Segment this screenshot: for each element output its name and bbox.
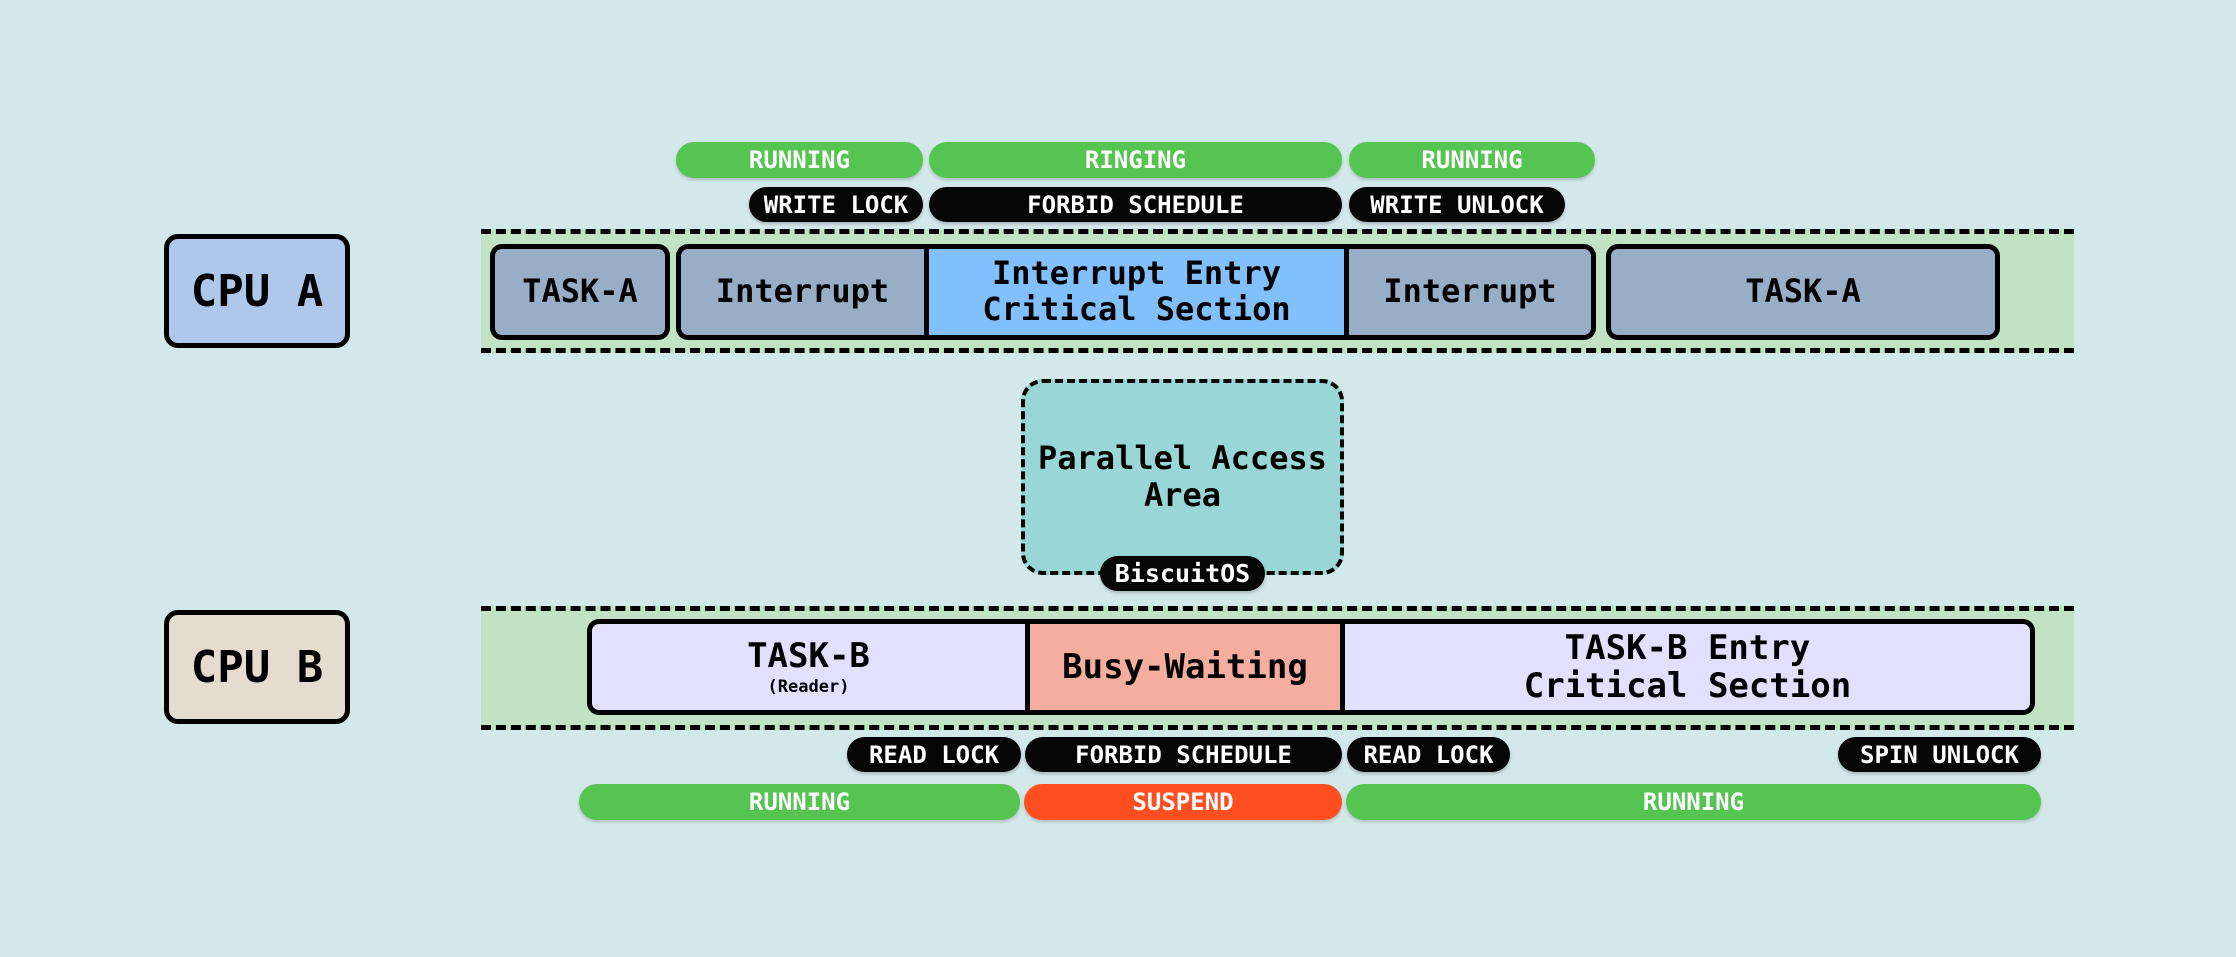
cpu-b-read-lock-label-1: READ LOCK — [847, 737, 1021, 772]
cpu-a-write-unlock-label: WRITE UNLOCK — [1349, 187, 1565, 222]
task-b-label: TASK-B — [747, 636, 870, 677]
cpu-a-forbid-schedule-label: FORBID SCHEDULE — [929, 187, 1342, 222]
busy-waiting-label: Busy-Waiting — [1062, 646, 1308, 687]
cpu-a-box: CPU A — [164, 234, 350, 348]
cpu-a-task-a-block-2: TASK-A — [1606, 244, 2000, 340]
interrupt-label: Interrupt — [1383, 272, 1557, 311]
critical-line-2: Critical Section — [1523, 666, 1852, 706]
biscuitos-badge: BiscuitOS — [1100, 556, 1265, 591]
cpu-b-task-b-block: TASK-B (Reader) — [587, 619, 1030, 715]
critical-line-1: Interrupt Entry — [992, 254, 1281, 293]
parallel-area-line-1: Parallel Access — [1038, 439, 1327, 478]
cpu-a-state-running-1: RUNNING — [676, 142, 923, 178]
cpu-b-state-running-1: RUNNING — [579, 784, 1020, 820]
cpu-a-interrupt-block-2: Interrupt — [1344, 244, 1596, 340]
cpu-b-critical-section-block: TASK-B Entry Critical Section — [1340, 619, 2035, 715]
parallel-area-line-2: Area — [1143, 476, 1222, 514]
cpu-a-critical-section-block: Interrupt Entry Critical Section — [924, 244, 1349, 340]
cpu-a-interrupt-block-1: Interrupt — [676, 244, 929, 340]
cpu-a-task-a-block-1: TASK-A — [490, 244, 670, 340]
cpu-b-busy-waiting-block: Busy-Waiting — [1025, 619, 1345, 715]
cpu-b-forbid-schedule-label: FORBID SCHEDULE — [1025, 737, 1342, 772]
task-a-label: TASK-A — [522, 272, 638, 311]
cpu-a-state-ringing: RINGING — [929, 142, 1342, 178]
cpu-a-state-running-2: RUNNING — [1349, 142, 1595, 178]
cpu-b-box: CPU B — [164, 610, 350, 724]
cpu-a-write-lock-label: WRITE LOCK — [749, 187, 923, 222]
interrupt-label: Interrupt — [715, 272, 890, 311]
critical-line-1: TASK-B Entry — [1564, 627, 1811, 668]
cpu-b-state-suspend: SUSPEND — [1024, 784, 1342, 820]
cpu-b-spin-unlock-label: SPIN UNLOCK — [1838, 737, 2041, 772]
critical-line-2: Critical Section — [982, 290, 1291, 328]
task-b-sublabel: (Reader) — [767, 676, 850, 697]
cpu-b-read-lock-label-2: READ LOCK — [1347, 737, 1510, 772]
cpu-b-state-running-2: RUNNING — [1346, 784, 2041, 820]
parallel-access-area: Parallel Access Area — [1021, 379, 1344, 575]
task-a-label: TASK-A — [1745, 272, 1861, 311]
